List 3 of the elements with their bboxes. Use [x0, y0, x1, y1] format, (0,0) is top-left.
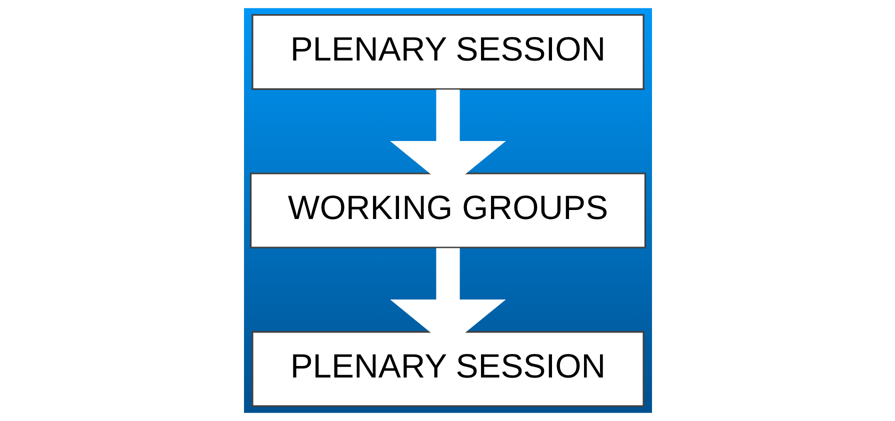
node-box: PLENARY SESSION [251, 14, 644, 90]
node-box: WORKING GROUPS [249, 172, 646, 248]
node-box: PLENARY SESSION [251, 331, 644, 407]
